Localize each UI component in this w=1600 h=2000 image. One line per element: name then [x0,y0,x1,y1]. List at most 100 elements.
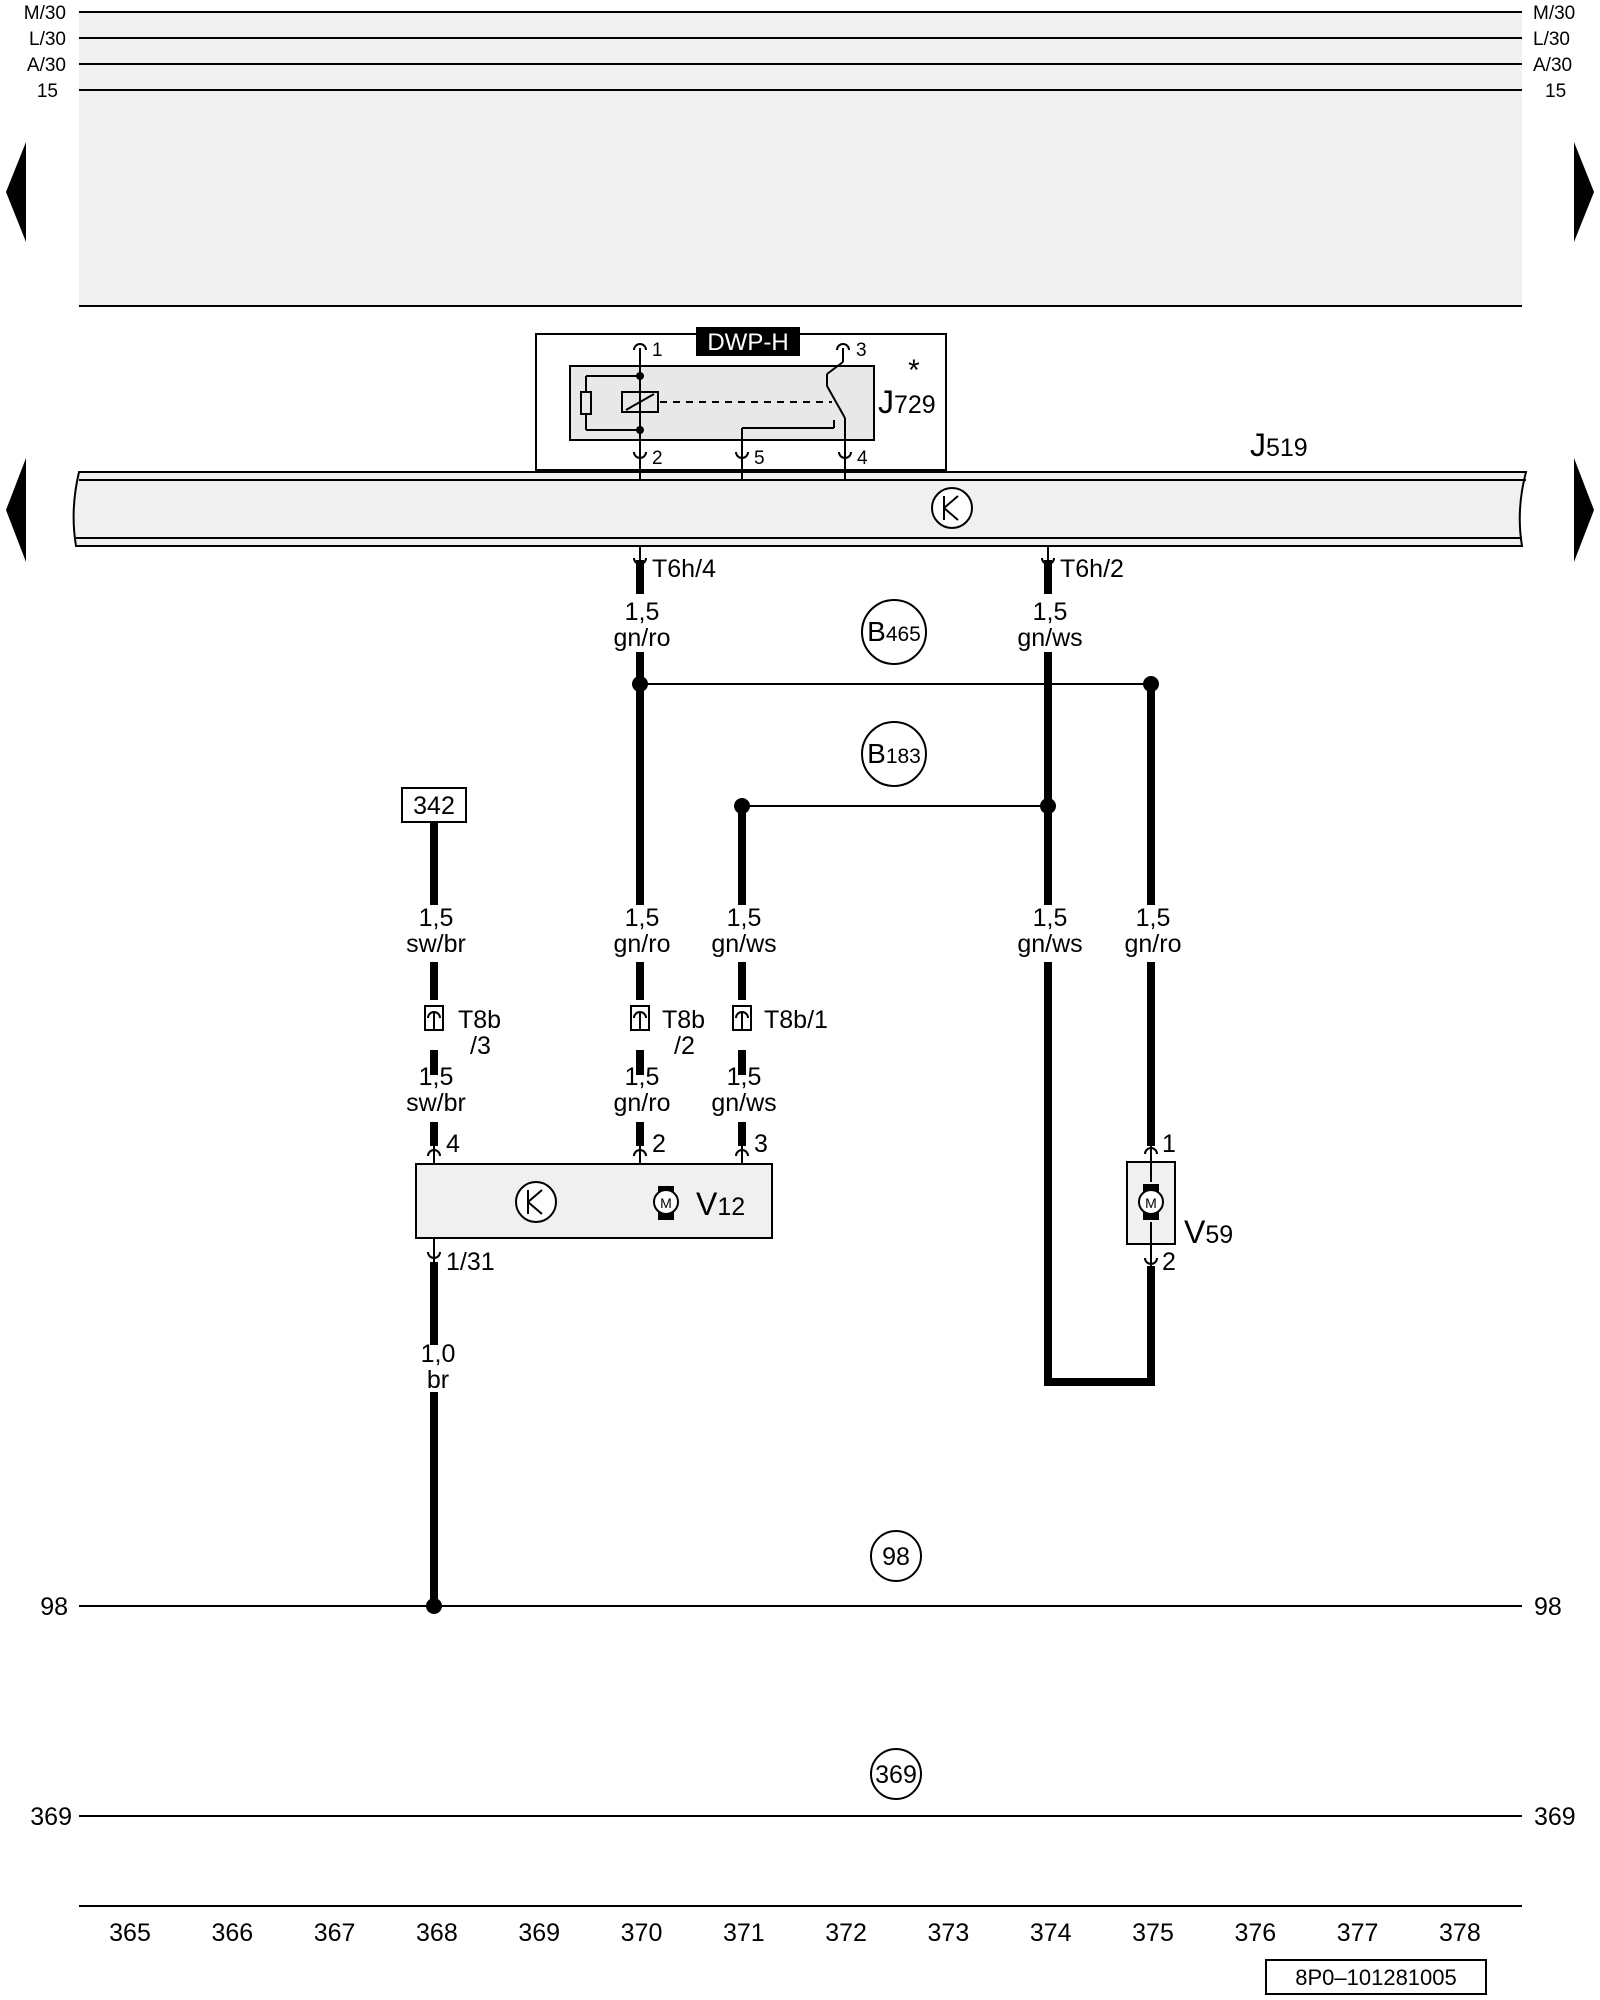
svg-text:B183: B183 [867,738,921,769]
wire-368-ground-color: br [427,1366,449,1394]
svg-text:342: 342 [413,792,455,820]
j729-pin-2: 2 [652,448,663,469]
connector-t8b-3-pin: /3 [470,1032,491,1060]
control-unit-j519: J519 [72,427,1528,547]
supply-label-15-left: 15 [37,81,58,102]
j729-pin-4: 4 [857,448,868,469]
connector-t8b-1: T8b/1 [764,1006,828,1034]
v59-label: V59 [1184,1214,1233,1250]
motor-v59: M V59 [1126,1161,1233,1250]
svg-text:M: M [1145,1195,1157,1211]
wires [430,560,1155,1606]
supply-label-l30-left: L/30 [29,29,66,50]
scale-label: 367 [314,1919,356,1947]
ground-lines [79,1605,1522,1817]
j729-pin-1: 1 [652,340,663,361]
ground-98-left: 98 [40,1593,68,1621]
document-id-box: 8P0–101281005 [1265,1959,1487,1995]
j729-label: J729 [878,384,936,420]
wire-371-low-size: 1,5 [727,1063,762,1091]
v12-pin-4: 4 [446,1130,460,1158]
supply-label-15-right: 15 [1545,81,1566,102]
wire-375-mid-size: 1,5 [1136,904,1171,932]
wire-370-top-size: 1,5 [625,598,660,626]
wire-371-low-color: gn/ws [711,1089,776,1117]
supply-label-m30-right: M/30 [1533,3,1575,24]
scale-label: 374 [1030,1919,1072,1947]
wire-368-low-size: 1,5 [419,1063,454,1091]
connector-t8b-2-name: T8b [662,1006,705,1034]
wire-370-mid-color: gn/ro [614,930,671,958]
wire-368-up-size: 1,5 [419,904,454,932]
wire-368-low-color: sw/br [406,1089,466,1117]
dwp-h-label: DWP-H [707,329,788,356]
scale-label: 370 [621,1919,663,1947]
scale-label: 371 [723,1919,765,1947]
scale-label: 376 [1234,1919,1276,1947]
splice-b183: B183 [861,721,927,787]
scale-label: 369 [518,1919,560,1947]
ground-369-left: 369 [30,1803,72,1831]
scale-label: 372 [825,1919,867,1947]
wire-370-mid-size: 1,5 [625,904,660,932]
supply-label-a30-left: A/30 [27,55,66,76]
scale-label: 366 [211,1919,253,1947]
supply-panel [79,12,1522,306]
reference-box-342[interactable]: 342 [401,787,467,823]
ground-369-right: 369 [1534,1803,1576,1831]
wire-368-ground-size: 1,0 [421,1340,456,1368]
connector-t8b-3-name: T8b [458,1006,501,1034]
scale-label: 375 [1132,1919,1174,1947]
wire-375-mid-color: gn/ro [1125,930,1182,958]
scale-label: 378 [1439,1919,1481,1947]
svg-text:369: 369 [875,1761,917,1789]
scale-label: 373 [928,1919,970,1947]
svg-text:98: 98 [882,1543,910,1571]
wire-370-low-color: gn/ro [614,1089,671,1117]
wire-374-top-size: 1,5 [1033,598,1068,626]
relay-j729: DWP-H [535,327,947,471]
v12-pin-3: 3 [754,1130,768,1158]
v59-pin-2: 2 [1162,1248,1176,1276]
v59-motor-icon [1138,1189,1164,1215]
ground-98-right: 98 [1534,1593,1562,1621]
splice-b465: B465 [861,599,927,665]
svg-text:B465: B465 [867,616,921,647]
wire-374-mid-color: gn/ws [1017,930,1082,958]
wire-370-top-color: gn/ro [614,624,671,652]
wire-371-up-size: 1,5 [727,904,762,932]
j729-pin-5: 5 [754,448,765,469]
connector-t8b-2-pin: /2 [674,1032,695,1060]
next-page-arrow-icon[interactable] [1574,142,1594,242]
j729-star: * [908,354,920,387]
scale-label: 368 [416,1919,458,1947]
supply-lines [79,11,1522,91]
motor-v12: M V12 [415,1163,773,1239]
ground-marker-369: 369 [870,1748,922,1800]
supply-label-a30-right: A/30 [1533,55,1572,76]
supply-label-m30-left: M/30 [24,3,66,24]
v12-transistor-icon [515,1181,557,1223]
v59-pin-1: 1 [1162,1130,1176,1158]
dwp-h-tag [696,327,800,356]
prev-page-arrow-icon[interactable] [6,142,26,242]
j519-label: J519 [1250,427,1308,463]
wire-370-low-size: 1,5 [625,1063,660,1091]
v12-pin-2: 2 [652,1130,666,1158]
prev-section-arrow-icon[interactable] [6,458,26,562]
v12-pin-1-31: 1/31 [446,1248,495,1276]
next-section-arrow-icon[interactable] [1574,458,1594,562]
wire-374-top-color: gn/ws [1017,624,1082,652]
ground-marker-98: 98 [870,1530,922,1582]
connector-t6h-2: T6h/2 [1060,555,1124,583]
wire-368-up-color: sw/br [406,930,466,958]
supply-label-l30-right: L/30 [1533,29,1570,50]
v12-motor-icon [653,1189,679,1215]
svg-text:8P0–101281005: 8P0–101281005 [1295,1965,1457,1990]
v12-label: V12 [696,1186,745,1222]
wire-371-up-color: gn/ws [711,930,776,958]
wire-374-mid-size: 1,5 [1033,904,1068,932]
scale-label: 365 [109,1919,151,1947]
